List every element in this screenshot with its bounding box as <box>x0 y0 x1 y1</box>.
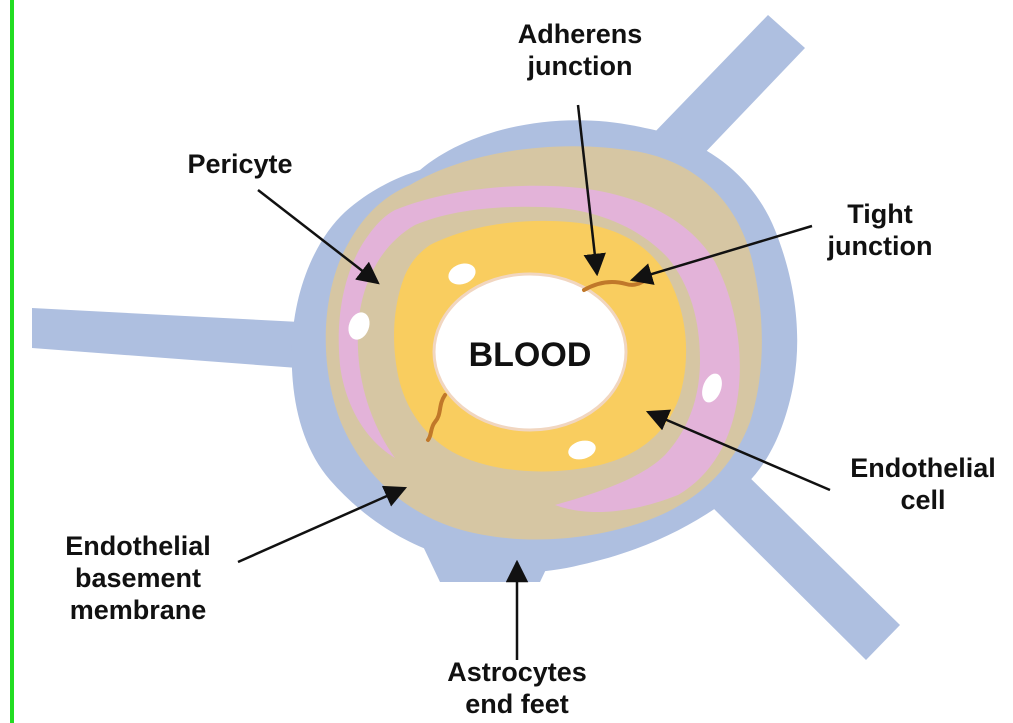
label-astrocytes-end-feet: Astrocytes end feet <box>437 656 597 720</box>
astrocyte-process-left <box>32 308 300 368</box>
left-border <box>10 0 14 723</box>
label-pericyte: Pericyte <box>160 148 320 180</box>
arrow-basement-membrane <box>238 488 405 562</box>
label-endothelial-cell: Endothelial cell <box>833 452 1013 516</box>
blood-label: BLOOD <box>469 336 592 374</box>
label-endothelial-basement-membrane: Endothelial basement membrane <box>48 530 228 626</box>
label-tight-junction: Tight junction <box>800 198 960 262</box>
label-adherens-junction: Adherens junction <box>500 18 660 82</box>
